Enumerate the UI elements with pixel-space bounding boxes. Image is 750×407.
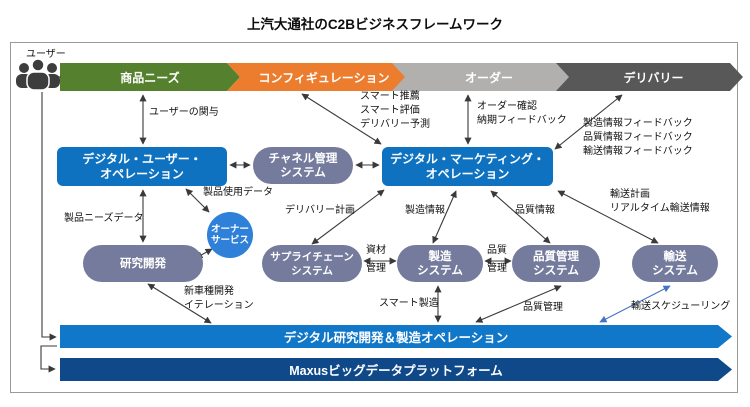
stage-configuration-label: コンフィギュレーション	[258, 70, 390, 85]
label-info-feedback-stack: 製造情報フィードバック 品質情報フィードバック 輸送情報フィードバック	[583, 118, 693, 157]
bar-digital-rnd-label: デジタル研究開発＆製造オペレーション	[283, 331, 509, 345]
stage-configuration: コンフィギュレーション	[227, 63, 413, 91]
diagram-frame	[10, 42, 738, 393]
stage-delivery: デリバリー	[556, 63, 743, 91]
user-label: ユーザー	[26, 49, 66, 60]
bar-maxus-bigdata-platform: Maxusビッグデータプラットフォーム	[60, 358, 732, 381]
node-digital-user-operation: デジタル・ユーザー・ オペレーション	[57, 147, 227, 186]
label-transport-scheduling: 輸送スケジューリング	[631, 301, 731, 312]
stage-order-label: オーダー	[464, 70, 513, 85]
label-material-mgmt-lower: 管理	[366, 263, 386, 274]
users-icon	[16, 58, 60, 91]
label-smart-manufacturing: スマート製造	[379, 298, 439, 309]
node-digital-marketing-operation: デジタル・マーケティング・ オペレーション	[382, 147, 553, 186]
bar-maxus-label: Maxusビッグデータプラットフォーム	[289, 364, 503, 378]
label-transport-plan-stack: 輸送計画 リアルタイム輸送情報	[610, 189, 710, 214]
stage-product-needs: 商品ニーズ	[60, 63, 240, 91]
label-new-model-iteration: 新車種開発 イテレーション	[184, 286, 254, 311]
label-delivery-plan: デリバリー計画	[285, 205, 355, 216]
label-order-confirmation-stack: オーダー確認 納期フィードバック	[477, 101, 567, 126]
label-product-needs-data: 製品ニーズデータ	[64, 213, 144, 224]
label-quality-ctrl-lower: 管理	[487, 263, 507, 274]
label-user-engagement: ユーザーの関与	[149, 107, 219, 118]
node-channel-management-system: チャネル管理 システム	[253, 147, 353, 184]
label-quality-mgmt-bottom: 品質管理	[523, 302, 563, 313]
bar-digital-rnd-manufacturing-operation: デジタル研究開発＆製造オペレーション	[60, 325, 732, 348]
label-quality-info: 品質情報	[515, 205, 555, 216]
stage-product-needs-label: 商品ニーズ	[120, 70, 180, 85]
diagram-title: 上汽大通社のC2Bビジネスフレームワーク	[246, 17, 504, 32]
stage-order: オーダー	[392, 63, 578, 91]
label-quality-ctrl-upper: 品質	[487, 245, 507, 256]
label-product-usage-data: 製品使用データ	[203, 187, 273, 198]
node-manufacturing-system: 製造 システム	[397, 245, 483, 282]
label-material-mgmt-upper: 資材	[366, 245, 386, 256]
node-transport-system: 輸送 システム	[632, 245, 718, 282]
label-smart-recommendation-stack: スマート推薦 スマート評価 デリバリー予測	[360, 91, 430, 130]
node-research-development: 研究開発	[83, 245, 203, 282]
node-owner-service: オーナー サービス	[207, 212, 253, 258]
node-quality-management-system: 品質管理 システム	[512, 245, 600, 282]
label-manufacturing-info: 製造情報	[405, 205, 445, 216]
node-supply-chain-system: サプライチェーン システム	[262, 245, 362, 282]
stage-delivery-label: デリバリー	[623, 70, 684, 85]
